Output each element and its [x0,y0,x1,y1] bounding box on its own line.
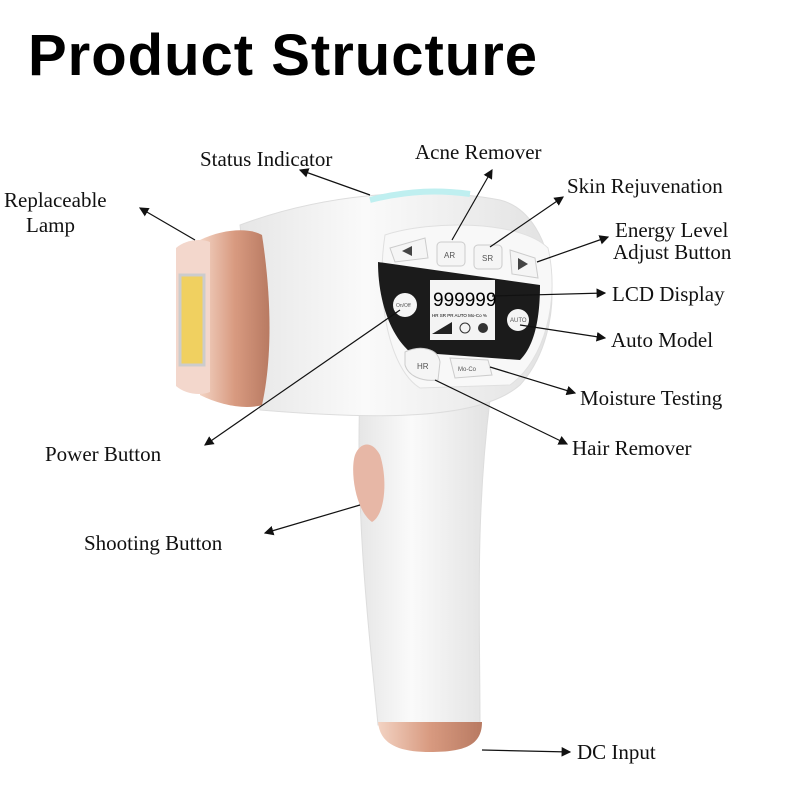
callout-skin [489,196,564,248]
label-acne-remover: Acne Remover [415,140,542,164]
callout-lcd [491,288,607,299]
callout-power [204,309,401,446]
callout-dc [481,747,572,757]
svg-text:On/Off: On/Off [396,303,411,309]
label-replaceable: Replaceable [4,188,107,212]
label-status-indicator: Status Indicator [200,147,333,171]
callout-shooting [263,504,361,536]
hr-button[interactable] [404,347,441,381]
lcd-digits: 999999 [433,290,496,311]
label-dc-input: DC Input [577,740,656,764]
svg-text:HR: HR [417,362,429,371]
callout-hair [434,379,569,445]
label-shooting-button: Shooting Button [84,531,223,555]
callout-status [298,168,371,196]
shooting-button [353,444,385,522]
svg-text:SR: SR [482,254,493,263]
lamp-housing [200,230,270,407]
label-skin-rejuvenation: Skin Rejuvenation [567,174,723,198]
label-lcd-display: LCD Display [612,282,725,306]
lcd-modes: HR SR PR AUTO Mo-Co % [432,313,487,318]
label-auto-model: Auto Model [611,328,714,352]
label-power-button: Power Button [45,442,162,466]
callout-acne [451,168,493,241]
lamp-window [178,273,206,367]
label-energy-level: Energy Level [615,218,729,242]
svg-text:Mo-Co: Mo-Co [458,367,477,373]
callout-auto [519,324,607,342]
svg-text:AUTO: AUTO [510,318,527,324]
dc-input-cap [378,722,482,752]
svg-text:AR: AR [444,251,455,260]
callout-lamp [138,207,196,241]
callout-moisture [489,366,577,396]
page-title: Product Structure [28,23,539,88]
ar-button[interactable] [436,241,466,267]
moco-button[interactable] [449,357,493,379]
status-indicator [369,188,471,203]
label-hair-remover: Hair Remover [572,436,692,460]
label-adjust-button: Adjust Button [613,240,732,264]
label-lamp: Lamp [26,213,75,237]
callout-energy [536,235,610,263]
label-moisture-testing: Moisture Testing [580,386,723,410]
sr-button[interactable] [473,244,503,270]
handle [358,389,491,726]
